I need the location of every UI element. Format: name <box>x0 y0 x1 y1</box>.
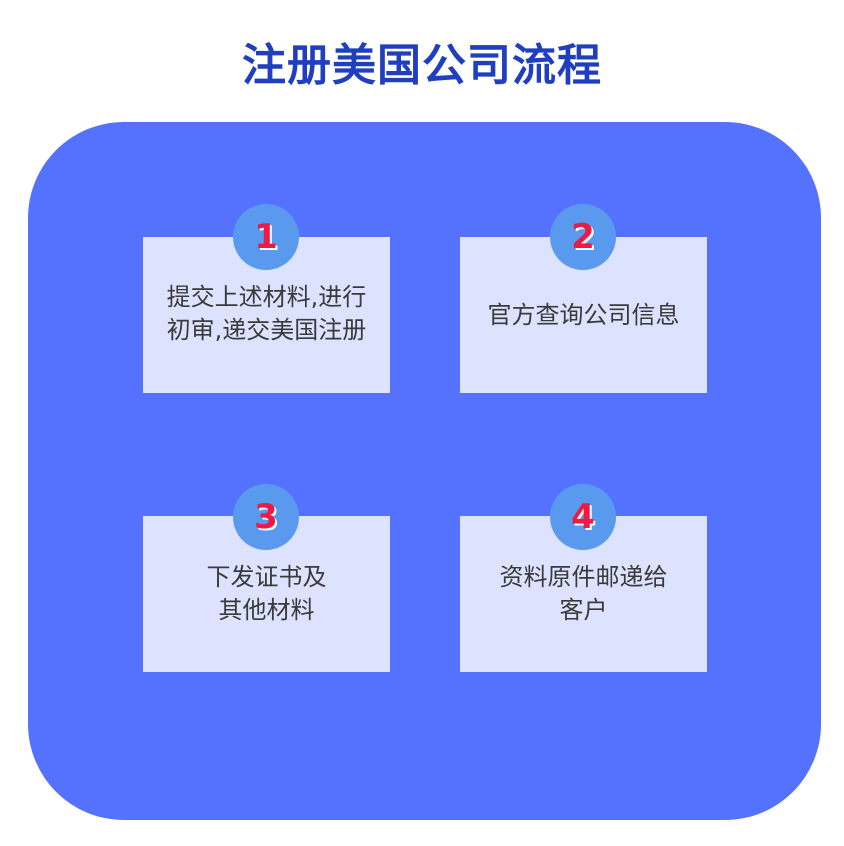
step-badge-3: 3 <box>233 484 299 550</box>
step-badge-4: 4 <box>550 484 616 550</box>
step-badge-1: 1 <box>233 204 299 270</box>
process-panel <box>28 122 821 820</box>
page-title: 注册美国公司流程 <box>242 40 602 91</box>
step-text-4: 资料原件邮递给 客户 <box>499 563 668 624</box>
step-text-1: 提交上述材料,进行 初审,递交美国注册 <box>166 283 367 344</box>
step-badge-2: 2 <box>550 204 616 270</box>
step-text-2: 官方查询公司信息 <box>487 301 680 329</box>
step-text-3: 下发证书及 其他材料 <box>206 563 327 624</box>
